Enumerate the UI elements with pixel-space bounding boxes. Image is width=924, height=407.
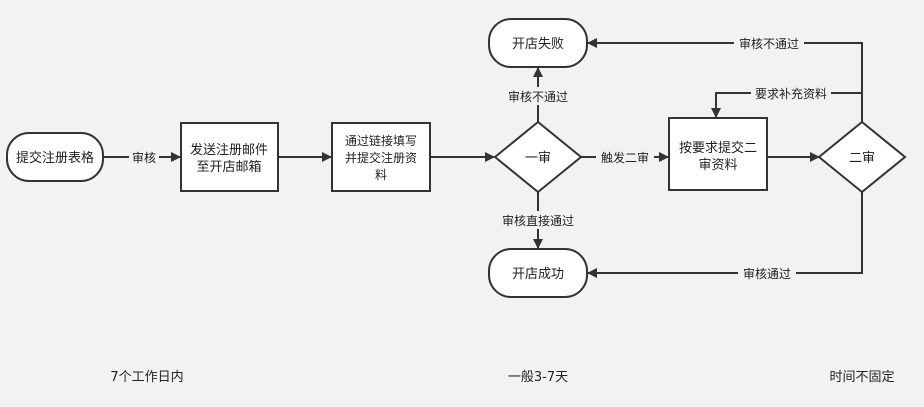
- node-send-email: 发送注册邮件 至开店邮箱: [180, 122, 279, 192]
- edge-label-first-pass: 审核直接通过: [496, 211, 580, 229]
- svg-text:审核: 审核: [132, 150, 156, 165]
- edge-second-review-to-fail: [587, 38, 863, 122]
- node-supplement: 按要求提交二 审资料: [668, 117, 768, 191]
- svg-text:审资料: 审资料: [698, 158, 737, 173]
- node-fill-link: 通过链接填写 并提交注册资 料: [331, 122, 431, 192]
- svg-text:二审: 二审: [849, 151, 875, 166]
- timeline-phase3: 时间不固定: [829, 370, 894, 385]
- edge-label-trigger-second: 触发二审: [596, 148, 654, 166]
- svg-text:要求补充资料: 要求补充资料: [755, 86, 827, 101]
- svg-text:至开店邮箱: 至开店邮箱: [196, 159, 261, 175]
- svg-text:一审: 一审: [525, 151, 551, 166]
- svg-text:审核通过: 审核通过: [743, 266, 791, 281]
- svg-text:提交注册表格: 提交注册表格: [16, 150, 94, 166]
- node-second-review: 二审: [817, 120, 907, 194]
- node-first-review: 一审: [493, 120, 583, 194]
- svg-text:并提交注册资: 并提交注册资: [345, 150, 417, 165]
- svg-text:开店失败: 开店失败: [512, 37, 564, 52]
- node-store-fail: 开店失败: [488, 18, 588, 68]
- node-store-success: 开店成功: [488, 248, 588, 298]
- edge-label-review: 审核: [129, 148, 159, 166]
- svg-text:审核不通过: 审核不通过: [739, 36, 799, 51]
- node-submit-form: 提交注册表格: [6, 132, 104, 182]
- svg-text:审核直接通过: 审核直接通过: [502, 213, 574, 228]
- timeline-phase1: 7个工作日内: [110, 369, 183, 385]
- edge-label-need-more: 要求补充资料: [751, 84, 831, 102]
- edge-label-first-reject: 审核不通过: [503, 87, 573, 105]
- svg-text:按要求提交二: 按要求提交二: [679, 140, 757, 156]
- svg-text:发送注册邮件: 发送注册邮件: [190, 142, 268, 158]
- svg-text:料: 料: [375, 168, 387, 182]
- edge-label-second-pass: 审核通过: [738, 264, 796, 282]
- timeline-phase2: 一般3-7天: [508, 369, 568, 385]
- edge-second-review-to-success: [587, 192, 863, 278]
- svg-text:触发二审: 触发二审: [601, 150, 649, 165]
- edge-label-second-reject: 审核不通过: [734, 34, 804, 52]
- svg-text:开店成功: 开店成功: [512, 267, 564, 282]
- svg-text:审核不通过: 审核不通过: [508, 89, 568, 104]
- svg-text:通过链接填写: 通过链接填写: [345, 133, 417, 148]
